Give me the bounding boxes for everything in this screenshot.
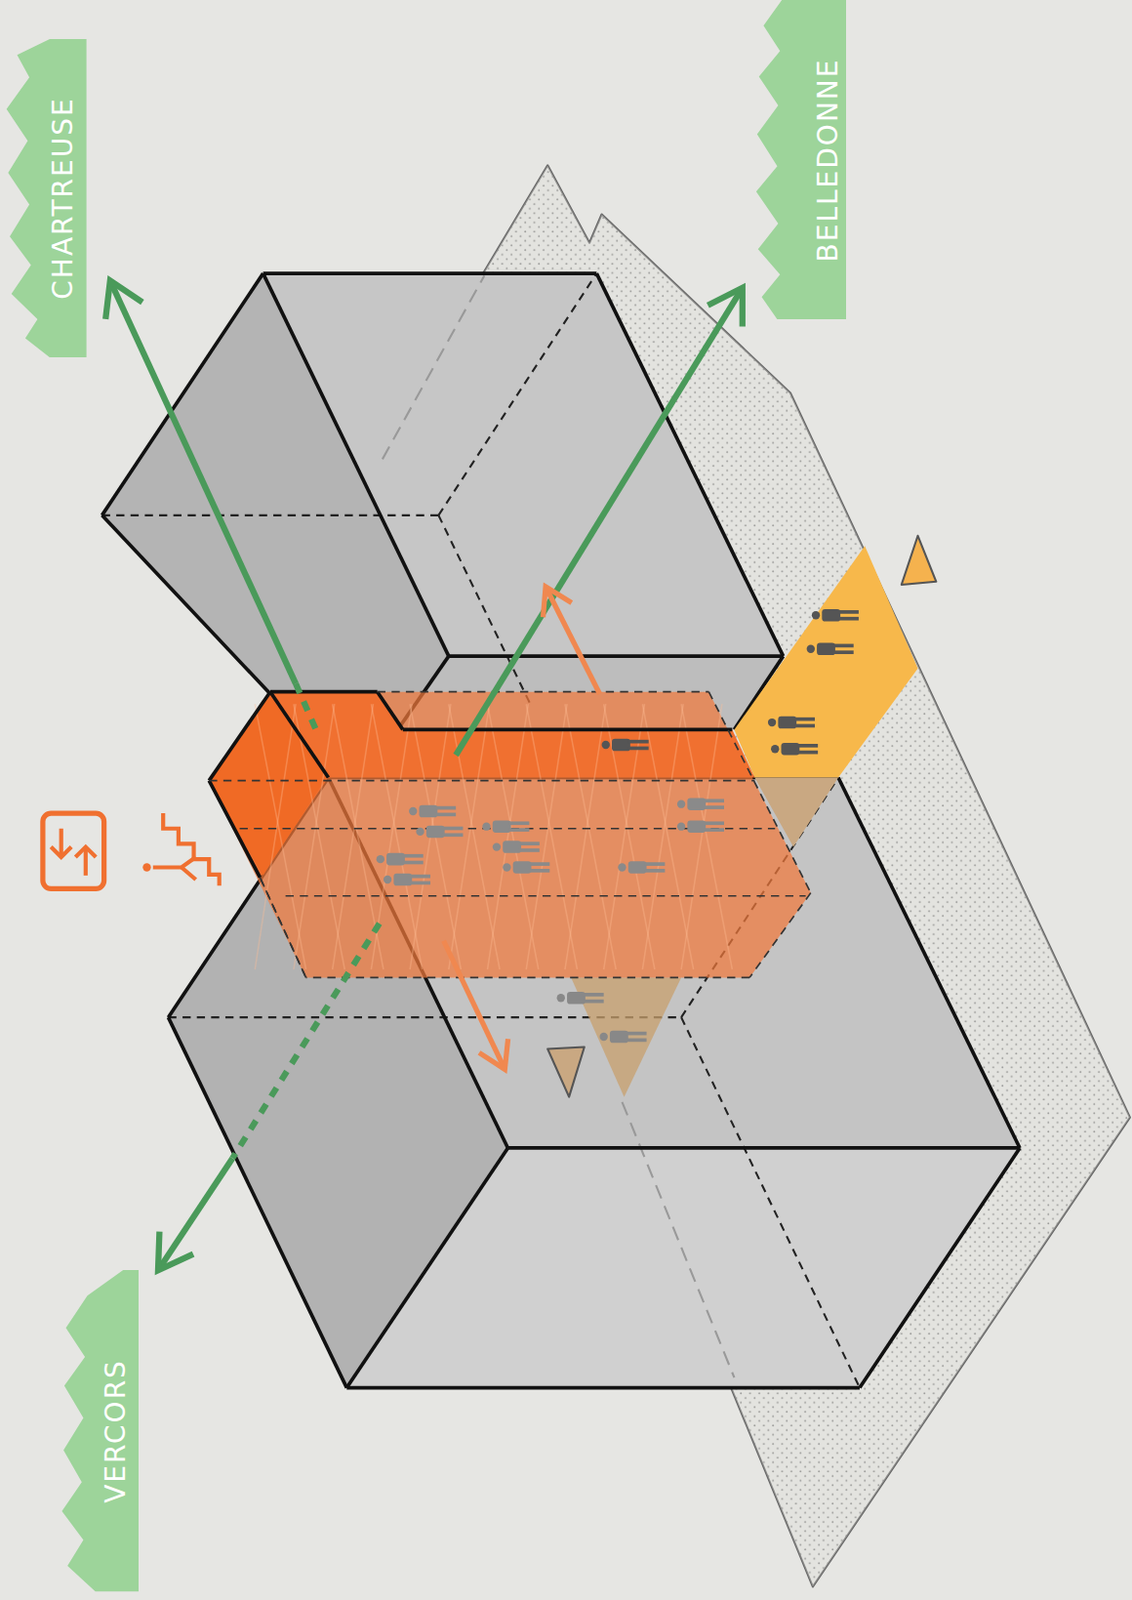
texture-stroke — [642, 703, 684, 970]
building-edge — [596, 273, 783, 656]
view-arrow-hidden — [295, 683, 319, 734]
viewpoint-marker — [547, 1046, 585, 1096]
access-arrow-head — [543, 586, 572, 617]
hidden-edge — [438, 515, 530, 704]
texture-stroke — [681, 703, 732, 970]
volume-hidden-edge — [259, 877, 306, 977]
view-arrow — [455, 287, 743, 756]
exchange-icon — [42, 812, 105, 889]
view-arrow-head — [707, 287, 742, 327]
building-edge — [507, 1145, 1020, 1150]
building-edge — [167, 1016, 347, 1387]
texture-stroke — [642, 703, 693, 970]
person-icon — [599, 1030, 647, 1044]
volume-hidden-edge — [377, 690, 710, 693]
building-edge — [859, 1147, 1020, 1388]
building-top — [263, 273, 784, 656]
texture-stroke — [525, 703, 567, 970]
volume-hidden-edge — [708, 691, 811, 893]
texture-stroke — [254, 703, 306, 970]
building-edge — [448, 653, 784, 658]
texture-stroke — [332, 703, 374, 970]
person-icon — [617, 860, 665, 874]
person-icon — [677, 819, 725, 833]
volume-edge — [208, 780, 260, 878]
volume-hidden-edge — [208, 779, 755, 782]
access-arrow-head — [479, 1038, 509, 1069]
person-icon — [376, 852, 424, 866]
person-icon — [502, 860, 550, 874]
building-edge — [263, 271, 598, 276]
volume-hidden-edge — [285, 894, 807, 897]
volume-hidden-edge — [749, 892, 811, 978]
building-edge — [838, 777, 1020, 1148]
mountain-label: BELLEDONNE — [754, 0, 847, 320]
orange-volume — [208, 691, 811, 978]
building-edge — [346, 1147, 508, 1388]
volume-edge — [270, 691, 329, 778]
mountain-name: VERCORS — [102, 1358, 130, 1503]
texture-stroke — [293, 703, 335, 970]
volume-edge — [270, 689, 378, 694]
texture-stroke — [487, 703, 539, 970]
view-arrow-head — [158, 1231, 194, 1271]
view-arrow — [110, 280, 296, 684]
hidden-edge — [102, 514, 440, 517]
building-edge — [102, 515, 271, 694]
hidden-edge — [438, 273, 597, 516]
volume-hidden-edge — [259, 877, 306, 977]
mountain-name: BELLEDONNE — [814, 57, 843, 262]
texture-stroke — [565, 703, 607, 970]
person-icon — [383, 873, 431, 887]
access-arrow — [545, 586, 600, 694]
access-arrow — [444, 940, 506, 1070]
texture-stroke — [681, 703, 723, 970]
mountain-label: VERCORS — [59, 1269, 140, 1591]
person-icon — [811, 608, 859, 622]
public-plaza — [733, 545, 918, 777]
mountain-outline — [61, 1269, 139, 1591]
volume-hidden-edge — [306, 976, 751, 979]
ground-hidden-edge — [621, 1101, 734, 1377]
person-icon — [677, 797, 725, 810]
person-icon — [492, 840, 540, 853]
person-icon — [482, 819, 529, 833]
ground-hidden-edge — [382, 275, 486, 459]
volume-edge — [208, 691, 271, 781]
view-arrow-head — [105, 280, 143, 319]
view-arrow-hidden — [232, 923, 379, 1158]
viewpoint-marker — [901, 535, 937, 585]
person-icon — [807, 643, 854, 656]
person-icon — [602, 738, 649, 752]
texture-stroke — [525, 703, 577, 970]
building-edge — [346, 1385, 860, 1390]
texture-stroke — [293, 703, 345, 970]
building-edge — [263, 273, 449, 656]
mountain-outline — [756, 0, 847, 320]
stairs-icon — [142, 812, 219, 886]
plaza-shadow — [570, 976, 682, 1096]
view-arrow — [158, 1157, 233, 1270]
orange-volume-solid — [208, 691, 755, 878]
volume-edge — [403, 727, 733, 732]
mountain-name: CHARTREUSE — [49, 96, 78, 299]
texture-stroke — [565, 703, 616, 970]
person-icon — [415, 825, 463, 839]
mountain-label: CHARTREUSE — [4, 39, 87, 358]
hidden-edge — [681, 1016, 860, 1387]
person-icon — [768, 716, 815, 729]
volume-edge — [377, 691, 404, 730]
texture-stroke — [604, 703, 655, 970]
texture-stroke — [254, 703, 296, 970]
person-icon — [770, 742, 818, 756]
texture-stroke — [604, 703, 646, 970]
texture-stroke — [487, 703, 529, 970]
mountain-outline — [6, 39, 87, 358]
person-icon — [557, 991, 605, 1005]
building-front — [346, 1147, 1020, 1388]
person-icon — [408, 805, 456, 818]
